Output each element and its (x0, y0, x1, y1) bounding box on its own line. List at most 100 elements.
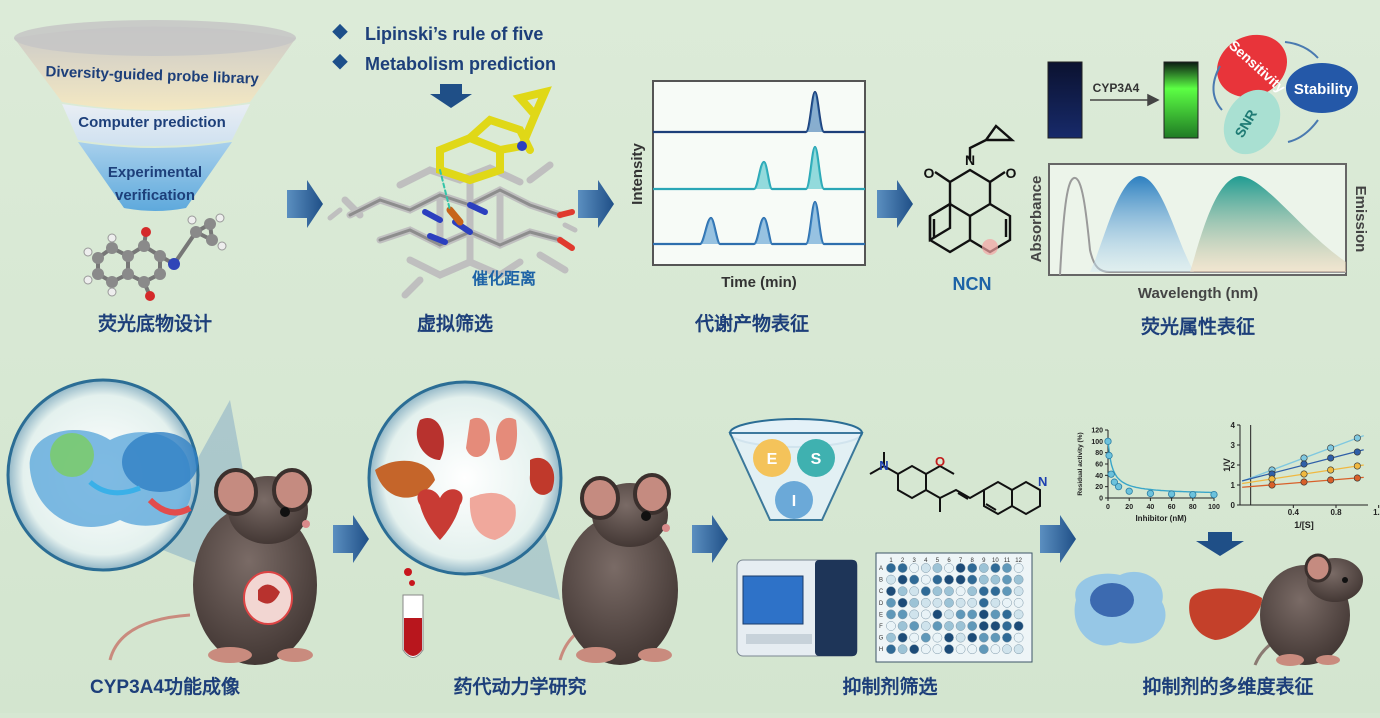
funnel-rim (14, 20, 296, 56)
chart2-xtick-label: 0.4 (1288, 508, 1300, 517)
plate-reader-tray (746, 634, 812, 644)
blood-sample (404, 618, 422, 656)
substrate-label: S (811, 451, 822, 468)
reaction-arrow-icon (1090, 93, 1160, 107)
isoquinoline-n-label: N (1038, 474, 1047, 489)
chart1-point (1168, 490, 1176, 498)
characterization-caption: 抑制剂的多维度表征 (1142, 675, 1313, 698)
chart1-ytick-label: 120 (1091, 428, 1103, 435)
blood-drop-icon (404, 568, 412, 576)
plate-well (909, 563, 920, 573)
plate-well (897, 644, 908, 655)
plate-column-label: 10 (992, 558, 999, 564)
chromatogram-peak-fills (700, 92, 824, 244)
plate-well (909, 632, 920, 643)
chart1-xtick-label: 100 (1208, 504, 1220, 511)
fluorescent-probe-glow (50, 433, 94, 477)
plate-well (990, 621, 1001, 631)
cycle-arrow-icon (1287, 119, 1319, 143)
plate-well (944, 621, 954, 631)
plate-row-label: D (879, 601, 884, 607)
funnel-middle-layer (62, 104, 250, 146)
chart2-ylabel: 1/V (1222, 458, 1232, 472)
plate-well (955, 632, 966, 643)
plate-row-label: E (879, 612, 883, 618)
plate-well (920, 586, 931, 597)
diamond-bullet-icon (332, 53, 348, 70)
plate-well (932, 563, 943, 573)
plate-well (944, 563, 954, 573)
lungs-icon (466, 417, 518, 461)
chart1-point (1146, 489, 1155, 498)
cyp3a4-enzyme-label: CYP3A4 (1093, 81, 1140, 95)
plate-well (990, 632, 1001, 643)
plate-row-label: F (879, 624, 883, 630)
plate-well (967, 574, 978, 585)
plate-well (955, 621, 966, 631)
plate-well (932, 632, 943, 643)
plate-column-label: 4 (924, 558, 928, 564)
emission-axis-label: Emission (1352, 186, 1369, 253)
plate-well (920, 563, 931, 573)
plate-column-label: 9 (982, 558, 986, 564)
flow-arrows-bottom (333, 515, 1076, 563)
plate-well (1013, 644, 1024, 655)
chart1-ytick-label: 100 (1091, 439, 1103, 446)
heme-docking-model (327, 86, 578, 299)
plate-well (886, 609, 896, 620)
plate-column-label: 11 (1004, 558, 1011, 564)
chart1-xtick-label: 60 (1168, 504, 1176, 511)
plate-well (897, 621, 908, 631)
plate-column-label: 12 (1015, 558, 1022, 564)
plate-well (886, 597, 896, 608)
arrow-right-icon (578, 180, 614, 228)
plate-well (955, 609, 966, 620)
plate-well (886, 632, 896, 643)
computer-prediction-label: Computer prediction (78, 114, 226, 131)
plate-well (1013, 563, 1024, 573)
plate-column-label: 5 (936, 558, 940, 564)
plate-column-label: 7 (959, 558, 963, 564)
arrow-right-icon (692, 515, 728, 563)
plate-well (990, 586, 1001, 597)
chart2-point (1353, 448, 1361, 456)
plate-column-label: 3 (913, 558, 917, 564)
dimethylamine-n-label: N (879, 458, 888, 473)
plate-well (967, 563, 978, 573)
chart1-point (1105, 451, 1113, 460)
chart1-point (1115, 483, 1123, 491)
plate-well (955, 563, 966, 573)
inhibitor-screening-caption: 抑制剂筛选 (842, 675, 937, 698)
chart2-point (1300, 478, 1308, 486)
plate-row-label: H (879, 647, 883, 653)
plate-well (990, 597, 1001, 608)
mouse-illustration (558, 473, 678, 665)
plate-well (932, 586, 943, 597)
plate-well (978, 609, 989, 620)
plate-well (1002, 574, 1012, 585)
chart1-point (1110, 478, 1118, 486)
chart1-xtick-label: 20 (1125, 504, 1133, 511)
chart1-xtick-label: 40 (1147, 504, 1155, 511)
chart1-ytick-label: 80 (1095, 450, 1103, 457)
liver-icon (375, 460, 435, 498)
plate-well (1002, 644, 1012, 655)
probe-design-panel: Diversity-guided probe library Computer … (14, 20, 296, 335)
virtual-screening-panel: Lipinski’s rule of five Metabolism predi… (327, 23, 578, 335)
chart1-ytick-label: 20 (1095, 484, 1103, 491)
plate-well (886, 644, 896, 655)
plate-well (897, 597, 908, 608)
plate-well (1002, 632, 1012, 643)
plate-well (920, 609, 931, 620)
probe-design-caption: 荧光底物设计 (98, 312, 212, 335)
plate-well (1013, 621, 1024, 631)
lipinski-rule-label: Lipinski’s rule of five (365, 24, 543, 44)
imaging-panel: CYP3A4功能成像 (6, 378, 317, 698)
plate-well (944, 597, 954, 608)
methoxy-o-label: O (935, 454, 945, 469)
chart1-point (1210, 490, 1218, 499)
experimental-label: Experimental (108, 164, 202, 181)
